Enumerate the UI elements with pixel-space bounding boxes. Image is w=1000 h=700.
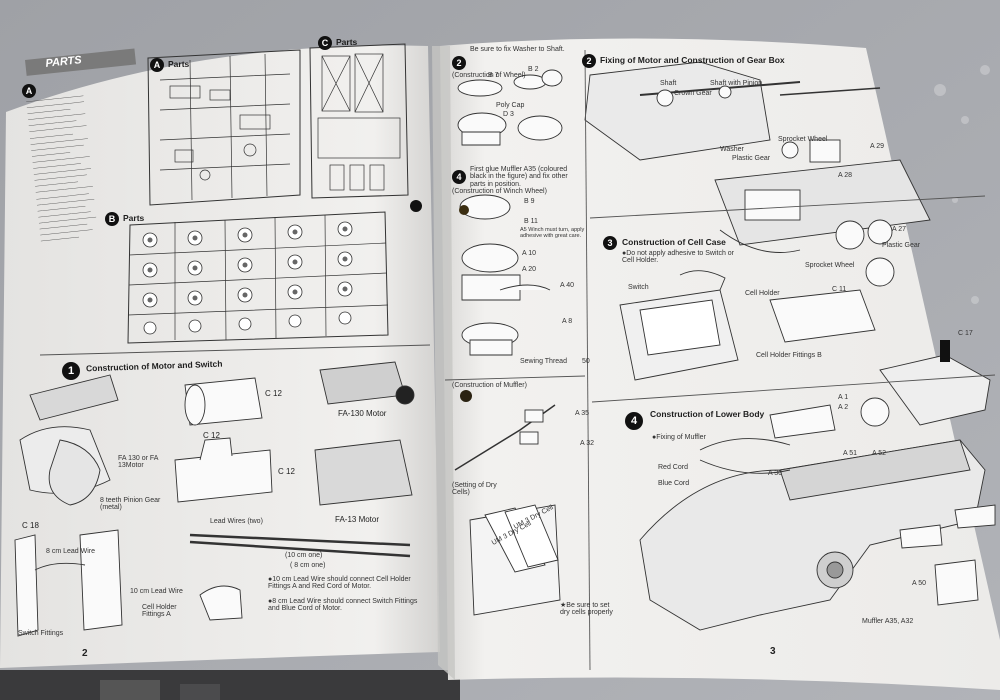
sprue-c-frame xyxy=(309,43,409,199)
table-edge-shadow xyxy=(0,670,460,700)
page-hole-mark xyxy=(410,200,422,212)
left-page xyxy=(0,45,440,669)
step1-illustrations xyxy=(14,361,415,637)
sprue-b-frame xyxy=(127,211,389,344)
page-hole-mark-right xyxy=(460,390,472,402)
registration-mark xyxy=(940,340,950,362)
sprue-a-frame xyxy=(147,49,301,206)
left-page-divider xyxy=(39,344,431,356)
right-page-illustrations xyxy=(454,61,996,631)
book-spine xyxy=(432,46,455,680)
